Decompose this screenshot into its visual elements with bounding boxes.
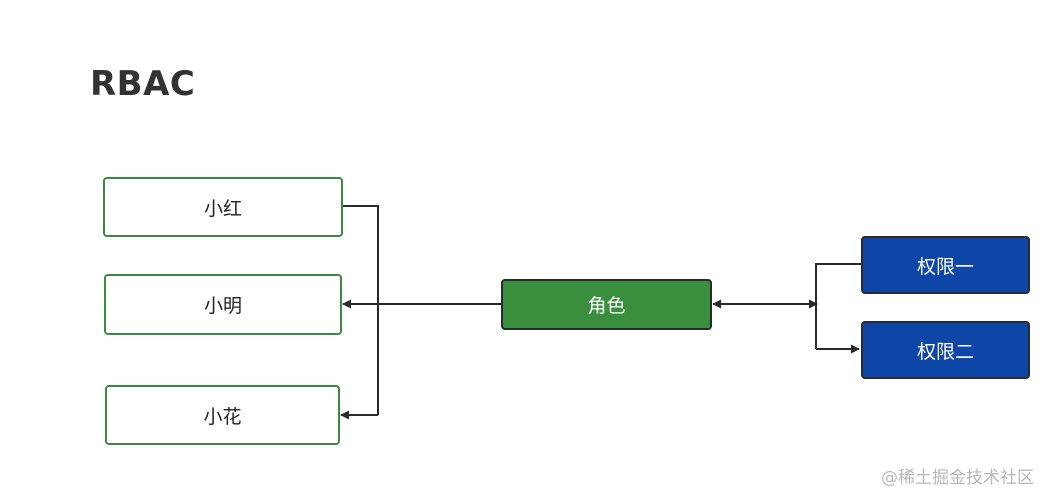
edge-bus-quanxian-yi xyxy=(815,263,861,349)
node-user-xiaohua-label: 小花 xyxy=(203,405,242,428)
node-permission-2-label: 权限二 xyxy=(916,340,974,363)
node-permission-1-label: 权限一 xyxy=(916,255,974,278)
edge-bus-xiaohong xyxy=(343,205,379,415)
node-role[interactable]: 角色 xyxy=(501,279,712,330)
node-user-xiaoming-label: 小明 xyxy=(203,295,242,317)
node-user-xiaohua[interactable]: 小花 xyxy=(105,385,340,445)
node-permission-2[interactable]: 权限二 xyxy=(861,321,1030,379)
node-user-xiaohong-label: 小红 xyxy=(203,197,242,220)
diagram-title: RBAC xyxy=(90,64,196,104)
node-user-xiaoming[interactable]: 小明 xyxy=(104,274,342,335)
node-role-label: 角色 xyxy=(587,295,626,317)
node-permission-1[interactable]: 权限一 xyxy=(861,236,1030,294)
watermark: @稀土掘金技术社区 xyxy=(881,468,1034,488)
node-user-xiaohong[interactable]: 小红 xyxy=(103,177,343,237)
